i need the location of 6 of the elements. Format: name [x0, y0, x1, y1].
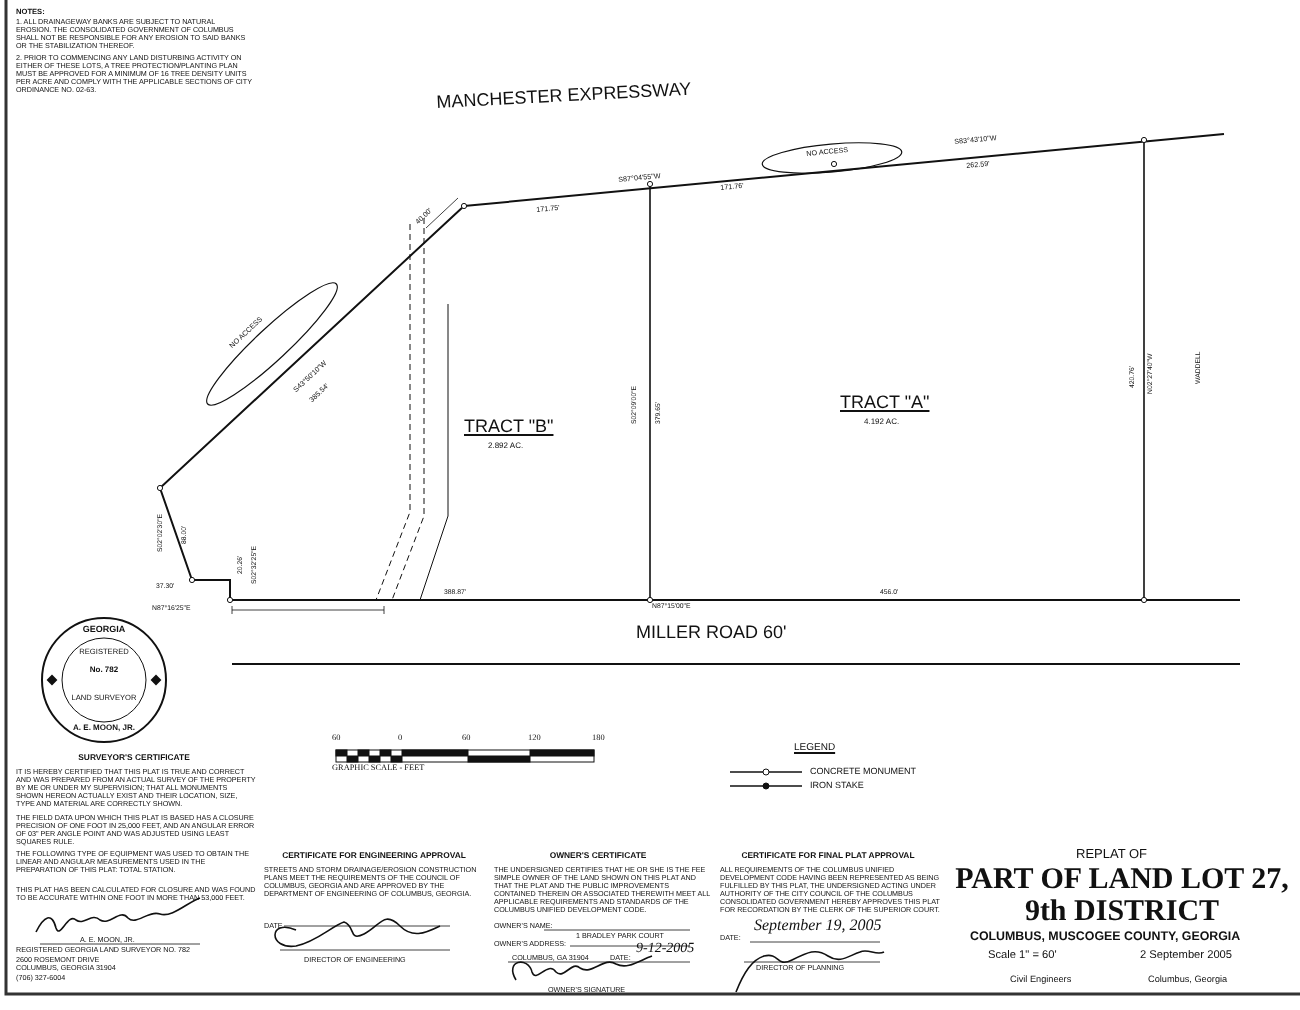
- handwritten-date: September 19, 2005: [754, 918, 882, 936]
- tract-name: TRACT "B": [464, 416, 554, 437]
- road-name: MANCHESTER EXPRESSWAY: [436, 78, 692, 113]
- tract-name: TRACT "A": [840, 392, 930, 413]
- plat-title: PART OF LAND LOT 27, 9th DISTRICT: [953, 866, 1291, 929]
- road-name: MILLER ROAD 60': [636, 622, 787, 643]
